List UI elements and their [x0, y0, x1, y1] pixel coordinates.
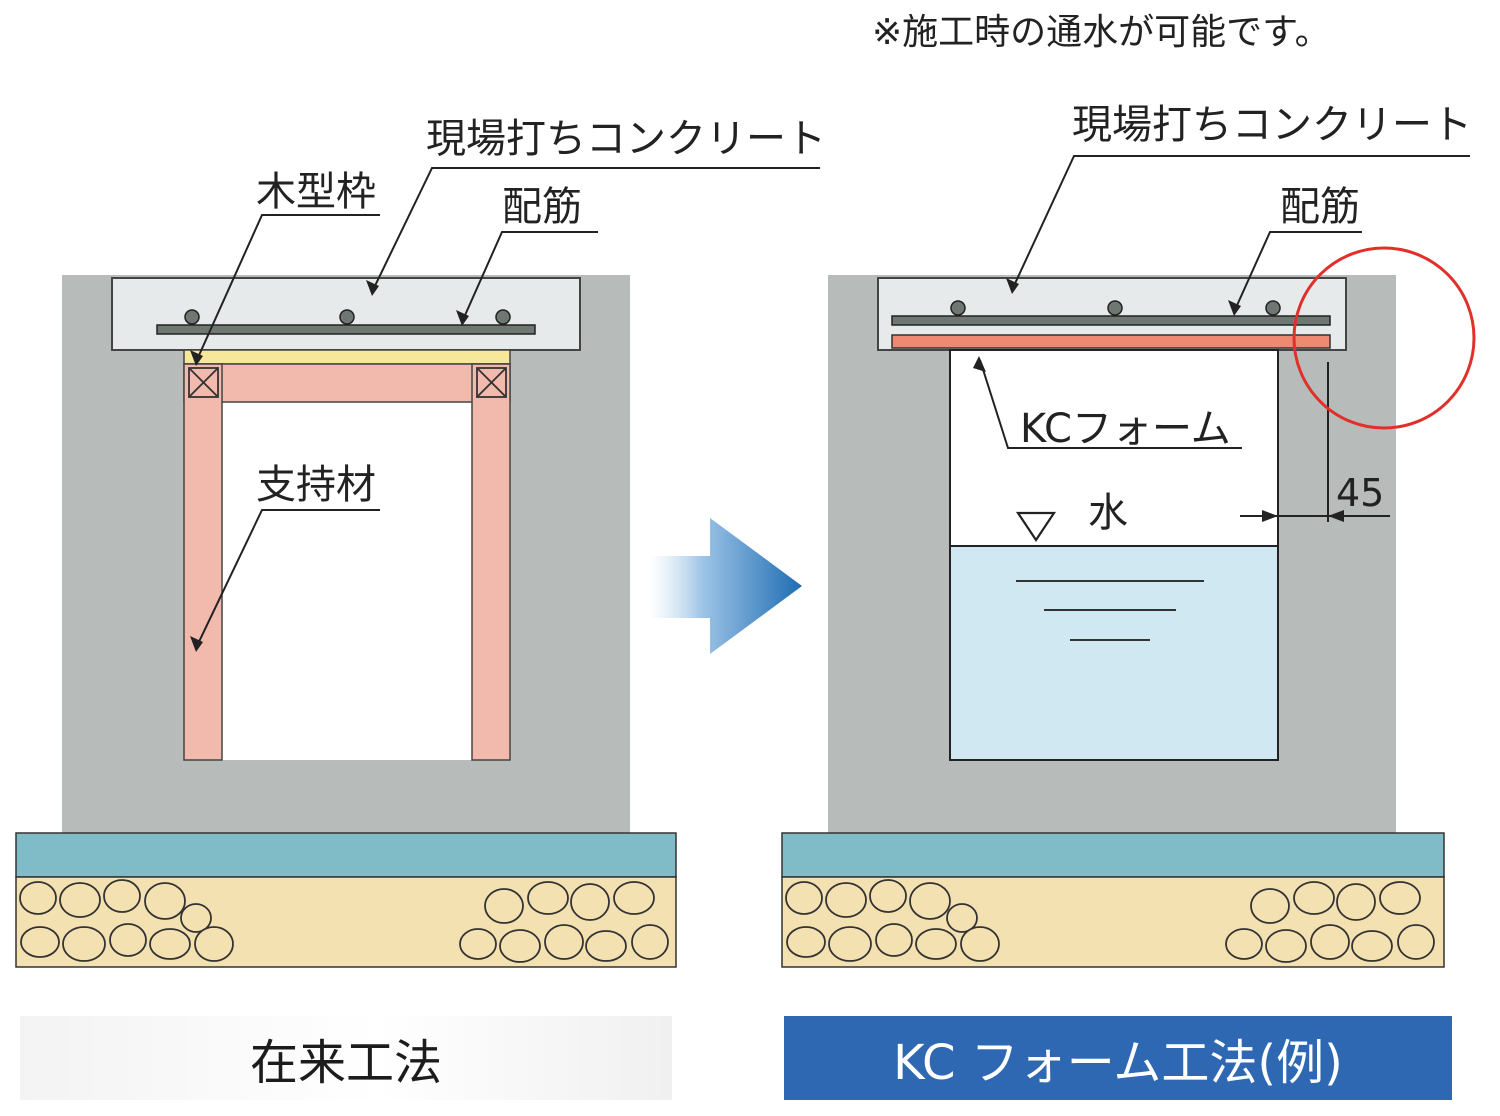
left-rebar-label: 配筋 [502, 184, 582, 230]
right-water-ripples [1016, 580, 1204, 641]
kc-foam-method-diagram: 現場打ちコンクリート 配筋 KCフォーム 水 45 [781, 102, 1476, 968]
right-gravel-stones [785, 879, 1435, 963]
left-leader-arrowheads [190, 280, 469, 652]
left-wood-top-strip [183, 349, 511, 365]
highlight-circle [1292, 246, 1476, 430]
left-opening [184, 350, 510, 760]
right-rebar-dot [950, 300, 966, 316]
right-water-body [951, 546, 1277, 759]
right-kcfoam-label: KCフォーム [1020, 406, 1231, 452]
right-rebar [891, 315, 1331, 326]
left-rebar-dot [184, 309, 200, 325]
left-support-label: 支持材 [256, 462, 376, 508]
left-corner-block [476, 367, 507, 398]
left-base-layer [15, 832, 677, 878]
conventional-method-diagram: 現場打ちコンクリート 木型枠 配筋 支持材 [15, 116, 826, 968]
kc-foam-method-caption: KC フォーム工法(例) [784, 1016, 1452, 1100]
left-concrete-label: 現場打ちコンクリート [426, 116, 826, 162]
left-rebar [156, 324, 536, 335]
right-concrete-label: 現場打ちコンクリート [1072, 102, 1472, 148]
left-rebar-dot [339, 309, 355, 325]
right-leader-lines [979, 155, 1470, 449]
water-level-icon [1015, 511, 1057, 542]
transition-arrow-icon [650, 518, 802, 654]
right-rebar-dot [1265, 300, 1281, 316]
right-rebar-label: 配筋 [1280, 184, 1360, 230]
right-kc-foam-board [891, 334, 1331, 349]
right-base-layer [781, 832, 1445, 878]
dimension-arrow-icon [1328, 510, 1344, 522]
left-wood-post [183, 363, 223, 761]
right-water-label: 水 [1088, 490, 1128, 536]
dimension-label: 45 [1336, 471, 1384, 515]
conventional-method-caption: 在来工法 [20, 1016, 672, 1100]
note-text: ※施工時の通水が可能です。 [872, 12, 1331, 53]
right-leader-arrowheads [973, 278, 1241, 372]
right-rebar-dot [1107, 300, 1123, 316]
left-formwork-label: 木型枠 [256, 169, 376, 215]
left-gravel-stones [19, 879, 669, 963]
left-corner-block [188, 367, 219, 398]
left-wood-post [471, 363, 511, 761]
left-wood-beam [183, 363, 511, 403]
left-rebar-dot [495, 309, 511, 325]
dimension-arrow-icon [1262, 510, 1278, 522]
left-leader-lines [195, 167, 820, 649]
